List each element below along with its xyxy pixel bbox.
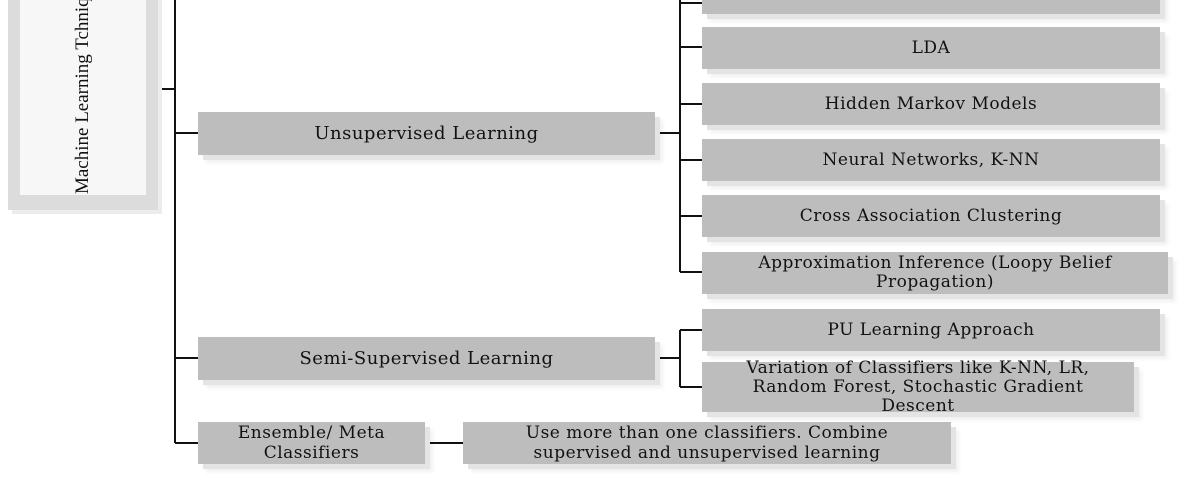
ensemble-description-node: Use more than one classifiers. Combine s… — [463, 422, 951, 464]
pu-learning-approach-label: PU Learning Approach — [827, 320, 1035, 340]
ensemble-meta-classifiers-label: Ensemble/ Meta Classifiers — [237, 423, 386, 463]
ensemble-meta-classifiers-node: Ensemble/ Meta Classifiers — [198, 422, 425, 464]
semi-supervised-learning-node: Semi-Supervised Learning — [198, 337, 655, 380]
root-label: Machine Learning Tchniques — [72, 0, 93, 194]
unsupervised-leaf-top-partial — [702, 0, 1160, 14]
unsupervised-learning-node: Unsupervised Learning — [198, 112, 655, 155]
hidden-markov-models-node: Hidden Markov Models — [702, 83, 1160, 125]
neural-networks-knn-label: Neural Networks, K-NN — [822, 150, 1040, 170]
neural-networks-knn-node: Neural Networks, K-NN — [702, 139, 1160, 181]
ensemble-description-label: Use more than one classifiers. Combine s… — [525, 423, 889, 463]
semi-supervised-learning-label: Semi-Supervised Learning — [299, 347, 554, 369]
lda-label: LDA — [911, 38, 951, 58]
cross-association-clustering-node: Cross Association Clustering — [702, 195, 1160, 237]
unsupervised-learning-label: Unsupervised Learning — [314, 122, 539, 144]
approximation-inference-label: Approximation Inference (Loopy Belief Pr… — [758, 253, 1112, 292]
approximation-inference-node: Approximation Inference (Loopy Belief Pr… — [702, 252, 1168, 294]
variation-of-classifiers-node: Variation of Classifiers like K-NN, LR, … — [702, 358, 1134, 415]
lda-node: LDA — [702, 27, 1160, 69]
pu-learning-approach-node: PU Learning Approach — [702, 309, 1160, 351]
hidden-markov-models-label: Hidden Markov Models — [824, 94, 1038, 114]
variation-of-classifiers-label: Variation of Classifiers like K-NN, LR, … — [746, 357, 1090, 416]
root-node: Machine Learning Tchniques — [8, 0, 158, 210]
cross-association-clustering-label: Cross Association Clustering — [799, 206, 1063, 226]
